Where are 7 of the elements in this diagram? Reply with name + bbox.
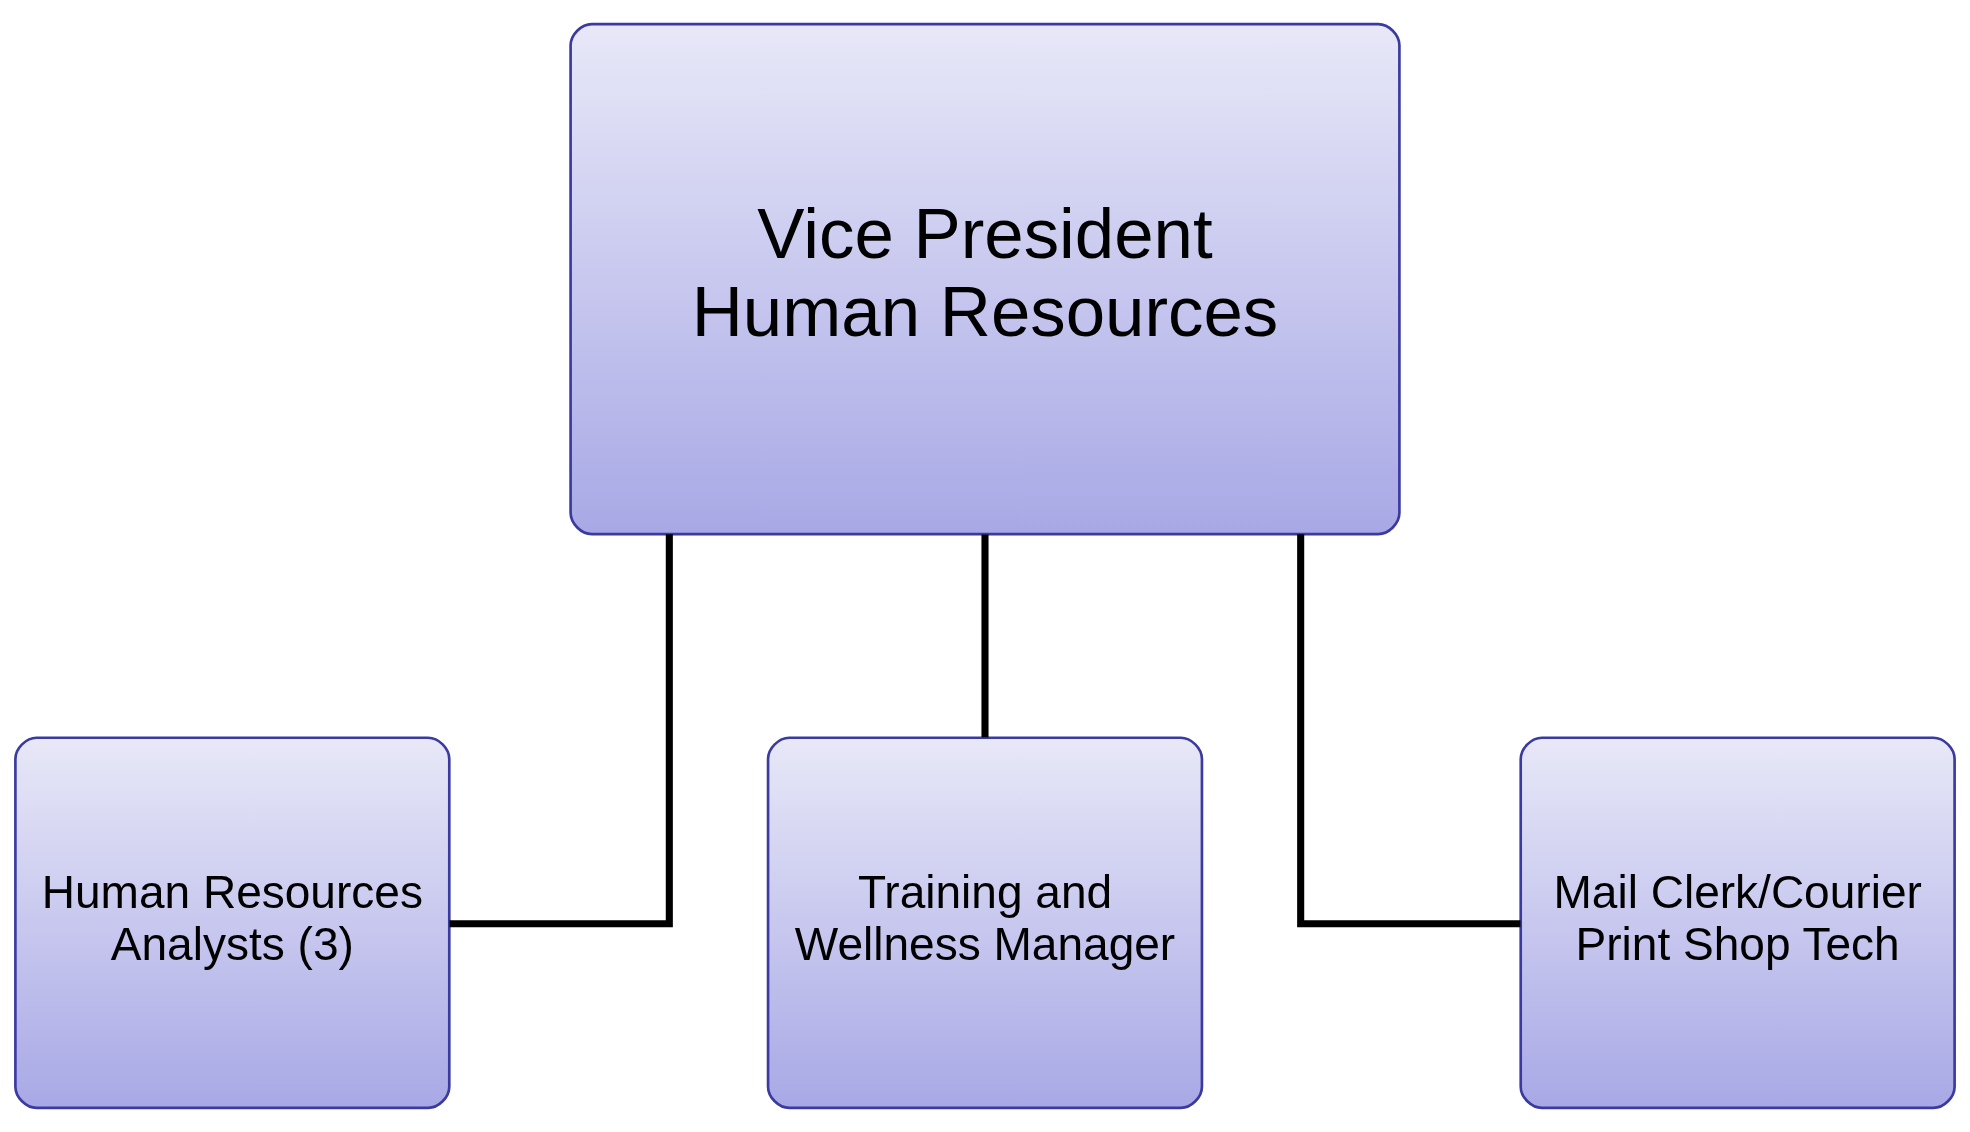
connector [981,534,989,738]
node-box: Human Resources Analysts (3) [14,736,451,1110]
connector [449,534,673,928]
node-box: Training and Wellness Manager [766,736,1204,1110]
connector [1297,534,1521,928]
node-box: Vice President Human Resources [569,22,1401,536]
node-box: Mail Clerk/Courier Print Shop Tech [1519,736,1956,1110]
